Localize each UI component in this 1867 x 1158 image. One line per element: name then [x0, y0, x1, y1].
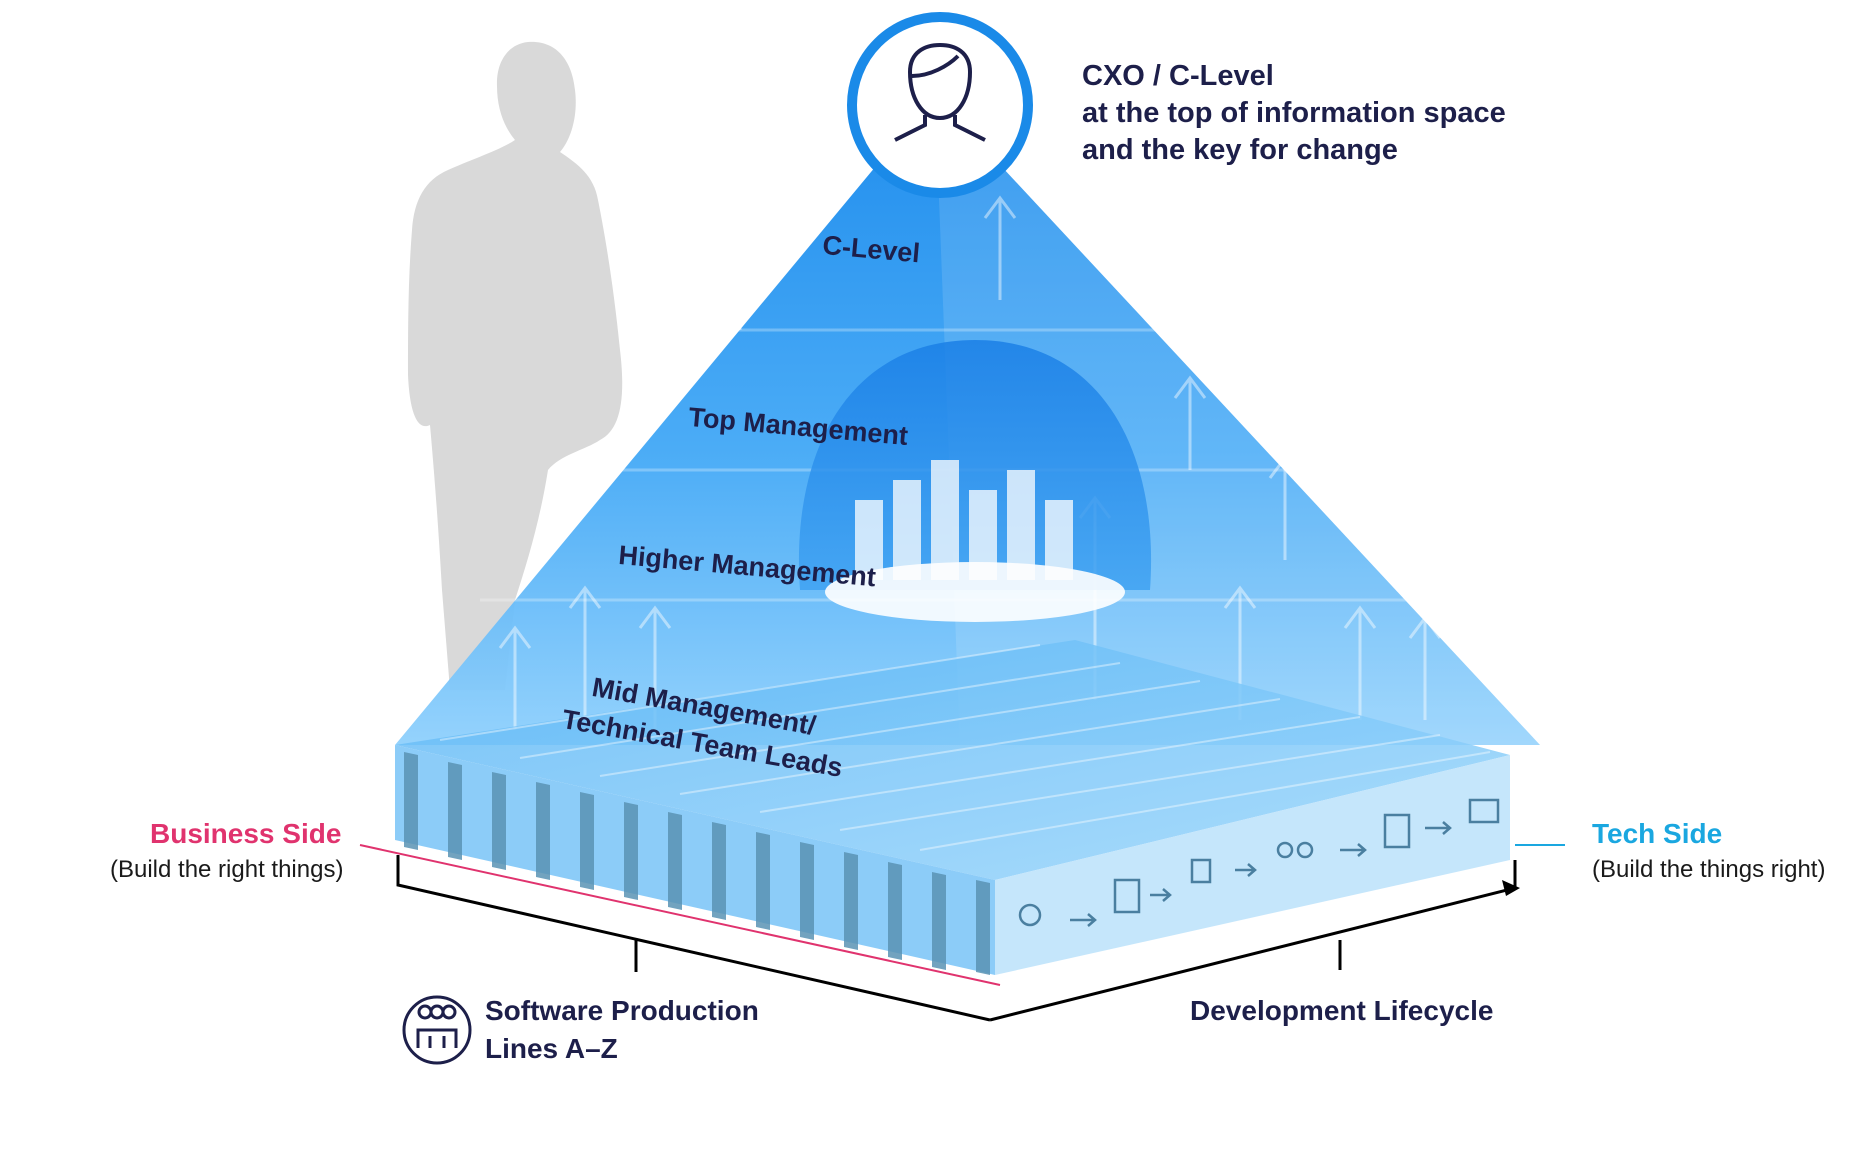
production-block-top	[395, 640, 1510, 880]
cxo-line2: at the top of information space	[1082, 97, 1506, 129]
business-side-title: Business Side	[150, 818, 342, 849]
production-line-slabs	[404, 752, 990, 975]
tech-side-subtitle: (Build the things right)	[1592, 856, 1826, 883]
tech-side-title: Tech Side	[1592, 818, 1723, 849]
cxo-line3: and the key for change	[1082, 134, 1398, 166]
team-group-icon	[402, 995, 472, 1065]
person-avatar-icon	[894, 42, 986, 142]
upward-arrows	[498, 195, 1442, 730]
business-side-line	[359, 844, 1001, 986]
production-lines-line1: Software Production	[485, 995, 759, 1026]
person-silhouette	[408, 41, 623, 690]
production-lines-bracket	[396, 855, 991, 1022]
cxo-avatar	[847, 12, 1033, 198]
business-side-subtitle: (Build the right things)	[110, 856, 344, 883]
lifecycle-arrowhead	[1502, 880, 1520, 896]
production-block-front-right	[995, 755, 1510, 975]
lifecycle-step-icons	[1018, 798, 1500, 927]
cxo-title: CXO / C-Level	[1082, 60, 1274, 92]
development-lifecycle-label: Development Lifecycle	[1190, 995, 1494, 1026]
cxo-caption: CXO / C-Level at the top of information …	[1082, 58, 1506, 169]
production-lines-line2: Lines A–Z	[485, 1033, 618, 1064]
bar-chart-icon	[855, 460, 1073, 580]
